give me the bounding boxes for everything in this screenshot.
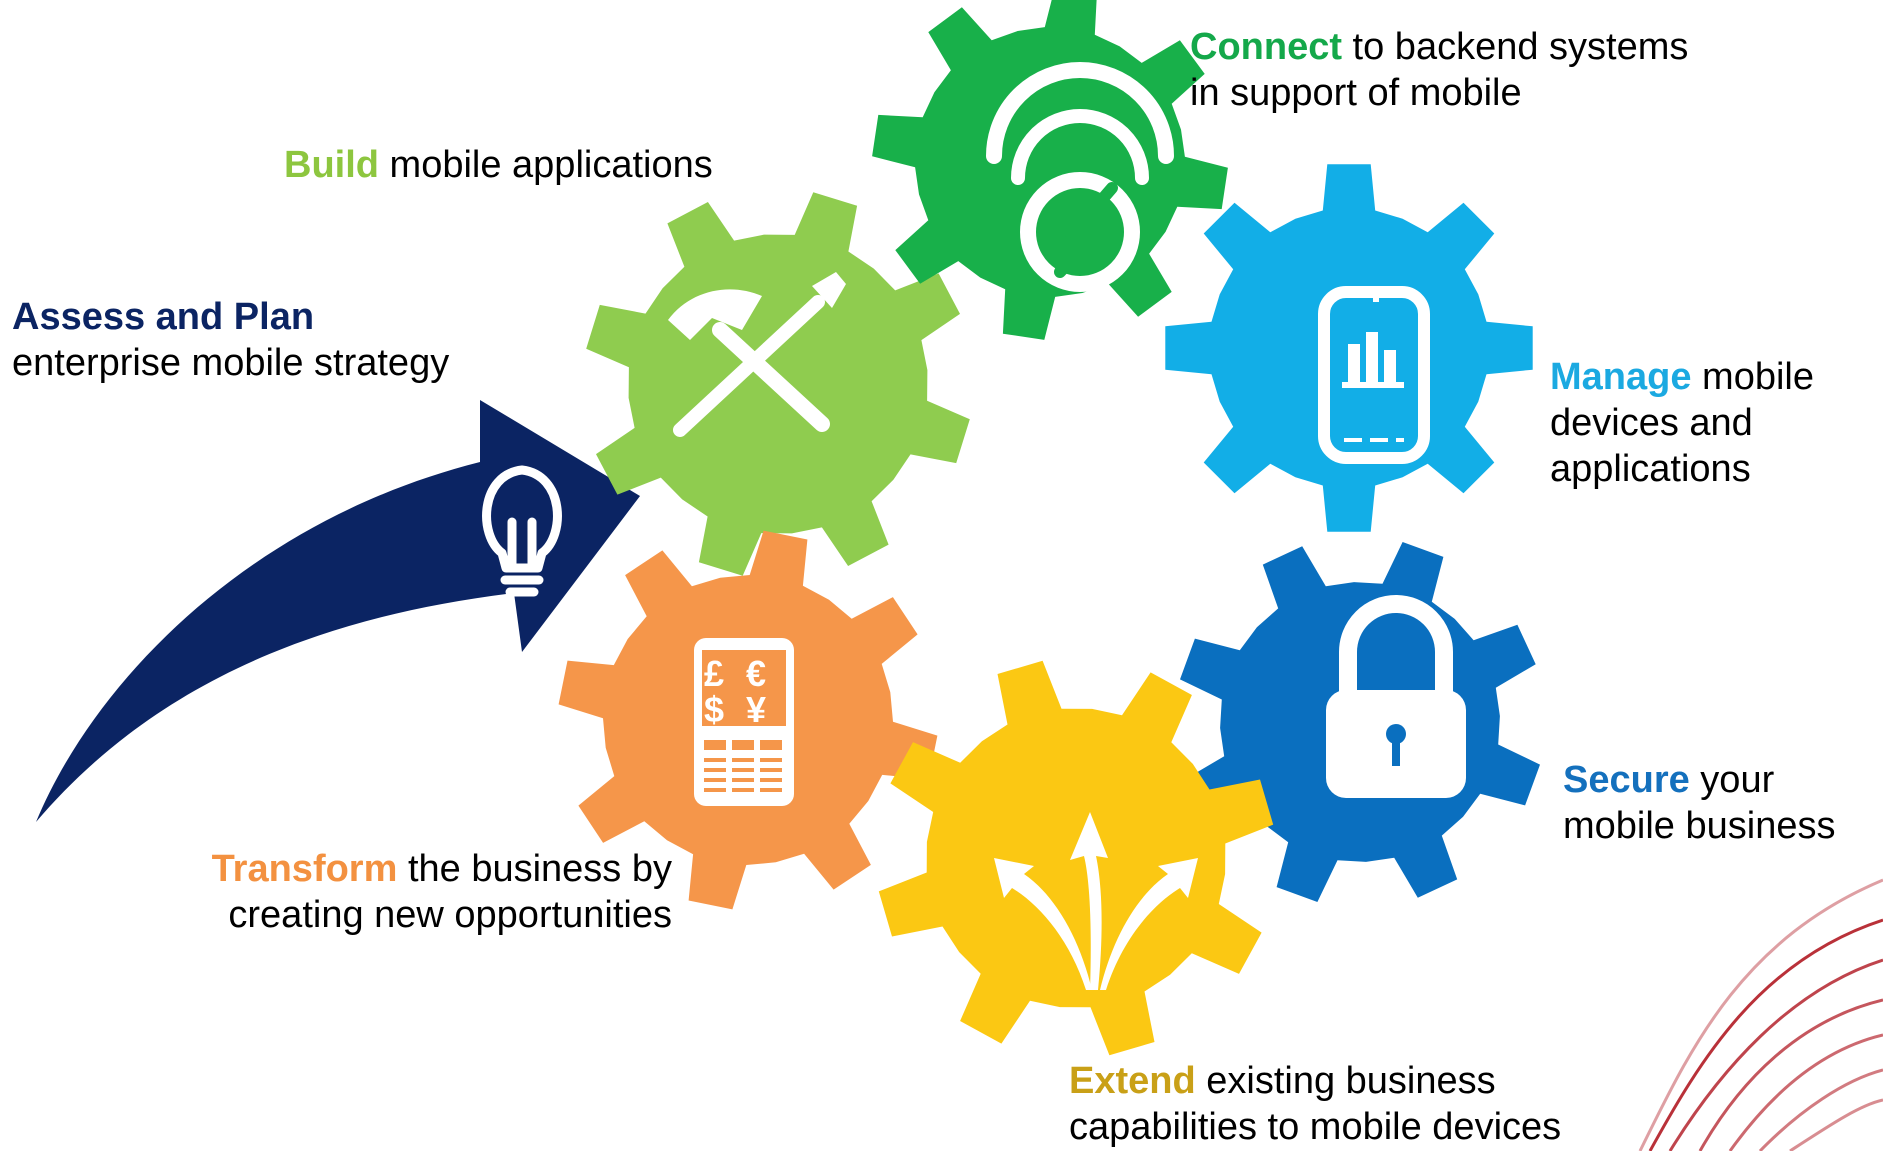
currency-line [704, 778, 726, 782]
manage-text-2: devices and [1550, 402, 1753, 444]
extend-caption: Extend existing business capabilities to… [1069, 1058, 1561, 1150]
tools-icon [668, 272, 846, 437]
hammer-handle [712, 322, 830, 432]
keyhole-slot [1392, 738, 1400, 766]
transform-text: the business by [397, 848, 672, 890]
currency-line [732, 768, 754, 772]
swirl-line [1758, 1068, 1883, 1153]
secure-text: your [1689, 759, 1775, 801]
connect-text-2: in support of mobile [1190, 72, 1522, 114]
wifi-arc-inner [1011, 109, 1149, 185]
currency-symbol: $ [704, 689, 724, 730]
swirl-line [1789, 1098, 1883, 1153]
swirl-line [1668, 958, 1883, 1152]
arrow-right [1100, 858, 1198, 990]
currency-line [760, 778, 782, 782]
mobile-device-icon [1318, 286, 1430, 464]
extend-keyword: Extend [1069, 1060, 1196, 1102]
extend-text-2: capabilities to mobile devices [1069, 1106, 1562, 1148]
arrow-up [1070, 812, 1108, 990]
keyhole-top [1386, 724, 1406, 744]
currency-line [732, 758, 754, 762]
assess-arrow [36, 400, 640, 822]
manage-caption: Manage mobile devices and applications [1550, 354, 1814, 492]
extend-text: existing business [1195, 1060, 1496, 1102]
lightbulb-icon [482, 465, 562, 597]
connect-bolt [1054, 182, 1118, 278]
assess-title: Assess and Plan [12, 296, 315, 338]
padlock-icon [1326, 595, 1466, 798]
decorative-swirl [1638, 878, 1883, 1153]
currency-line [704, 768, 726, 772]
secure-text-2: mobile business [1563, 805, 1836, 847]
currency-line [732, 788, 754, 792]
connect-caption: Connect to backend systems in support of… [1190, 24, 1688, 116]
padlock-shackle [1339, 595, 1453, 692]
arrow-shape [36, 400, 640, 822]
transform-keyword: Transform [211, 848, 398, 890]
currency-screen [702, 650, 786, 726]
transform-text-2: creating new opportunities [228, 894, 672, 936]
build-text: mobile applications [378, 144, 713, 186]
currency-key [760, 740, 782, 750]
swirl-line [1648, 918, 1883, 1152]
currency-symbol: £ [704, 653, 724, 694]
currency-line [760, 768, 782, 772]
chart-baseline [1342, 382, 1404, 388]
currency-line [704, 788, 726, 792]
swirl-line [1728, 1033, 1883, 1152]
currency-phone-icon: £ € $ ¥ [694, 638, 794, 806]
assess-caption: Assess and Plan enterprise mobile strate… [12, 294, 449, 386]
connect-circle [1020, 172, 1140, 292]
currency-symbol: € [746, 653, 766, 694]
currency-key [732, 740, 754, 750]
transform-caption: Transform the business by creating new o… [100, 846, 672, 938]
phone-camera [1373, 296, 1379, 302]
wifi-arc-outer [986, 62, 1174, 164]
secure-keyword: Secure [1563, 759, 1690, 801]
currency-key [704, 740, 726, 750]
screwdriver-tip [812, 272, 846, 308]
chart-bar-3 [1384, 350, 1396, 384]
arrow-left [994, 858, 1092, 990]
currency-symbol: ¥ [746, 689, 766, 730]
secure-caption: Secure your mobile business [1563, 757, 1835, 849]
chart-bar-1 [1348, 344, 1360, 384]
build-caption: Build mobile applications [284, 142, 713, 188]
manage-text-3: applications [1550, 448, 1751, 490]
currency-line [732, 778, 754, 782]
expand-arrows-icon [994, 812, 1198, 990]
connect-keyword: Connect [1190, 26, 1342, 68]
wireless-connect-icon [986, 62, 1174, 292]
currency-line [760, 758, 782, 762]
swirl-line [1698, 998, 1883, 1152]
hammer-head [668, 289, 762, 340]
connect-text: to backend systems [1342, 26, 1689, 68]
assess-text: enterprise mobile strategy [12, 342, 450, 384]
currency-line [760, 788, 782, 792]
bulb-glass [482, 465, 562, 573]
phone-frame [1318, 286, 1430, 464]
build-keyword: Build [284, 144, 379, 186]
swirl-line [1638, 878, 1883, 1152]
chart-bar-2 [1366, 332, 1378, 384]
currency-line [704, 758, 726, 762]
manage-text: mobile [1691, 356, 1814, 398]
manage-keyword: Manage [1550, 356, 1692, 398]
